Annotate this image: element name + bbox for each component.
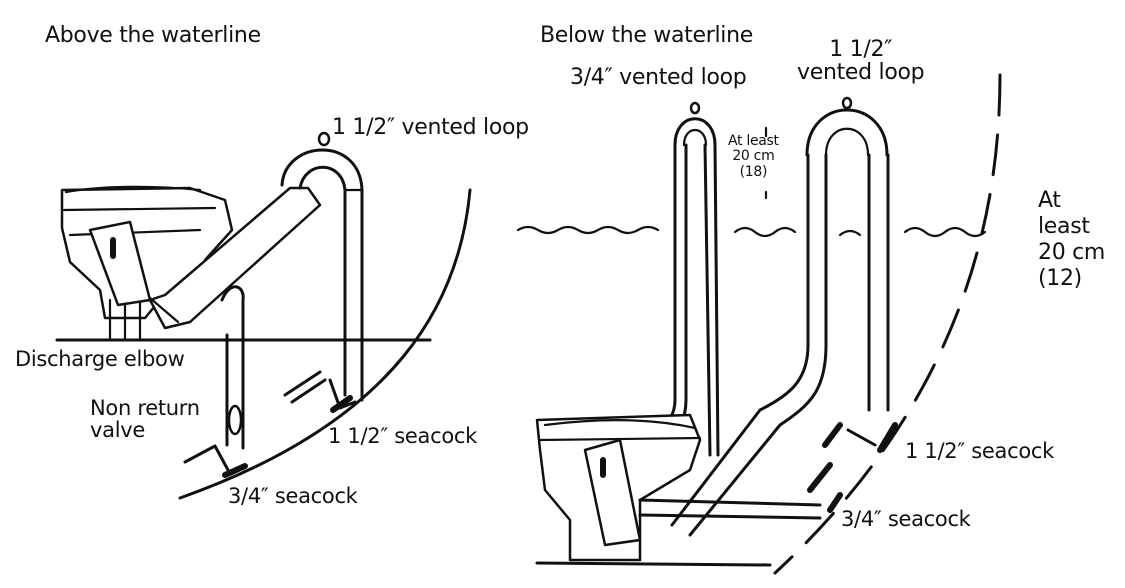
left-discharge-pipe — [148, 186, 322, 330]
right-hull — [773, 73, 1002, 575]
right-seacock-large-label: 1 1/2″ seacock — [905, 439, 1054, 463]
left-vented-loop — [280, 148, 364, 192]
waterline — [516, 225, 987, 238]
left-small-hose — [220, 285, 245, 450]
right-seacock-large — [822, 422, 898, 453]
right-floor-line — [535, 561, 772, 567]
left-seacock-small-label: 3/4″ seacock — [228, 484, 358, 508]
right-seacock-small-label: 3/4″ seacock — [841, 507, 971, 531]
left-panel-title: Above the waterline — [45, 23, 261, 48]
right-vented-loop-large — [805, 108, 889, 157]
left-vent-valve — [317, 131, 331, 147]
right-vent-valve-large — [841, 96, 853, 110]
right-seacock-small — [807, 462, 843, 513]
right-vent-valve-small — [689, 101, 701, 115]
height-note-inner: At least 20 cm (18) — [728, 133, 779, 180]
left-seacock-large — [283, 370, 357, 413]
right-installation — [516, 73, 1002, 575]
right-vented-loop-large-label: 1 1/2″ vented loop — [797, 37, 925, 86]
non-return-valve-label: Non return valve — [90, 396, 200, 443]
left-vented-loop-label: 1 1/2″ vented loop — [332, 115, 529, 140]
right-vented-loop-small-label: 3/4″ vented loop — [570, 65, 747, 90]
right-vented-loop-small — [673, 117, 717, 147]
left-seacock-small — [183, 444, 248, 478]
right-toilet — [535, 413, 702, 562]
discharge-elbow-label: Discharge elbow — [15, 347, 185, 371]
left-seacock-large-label: 1 1/2″ seacock — [328, 424, 477, 448]
left-non-return-valve — [227, 404, 243, 436]
left-hull — [178, 188, 472, 500]
right-panel-title: Below the waterline — [540, 23, 753, 48]
left-installation — [55, 131, 472, 500]
height-note-outer: At least 20 cm (12) — [1038, 188, 1106, 291]
